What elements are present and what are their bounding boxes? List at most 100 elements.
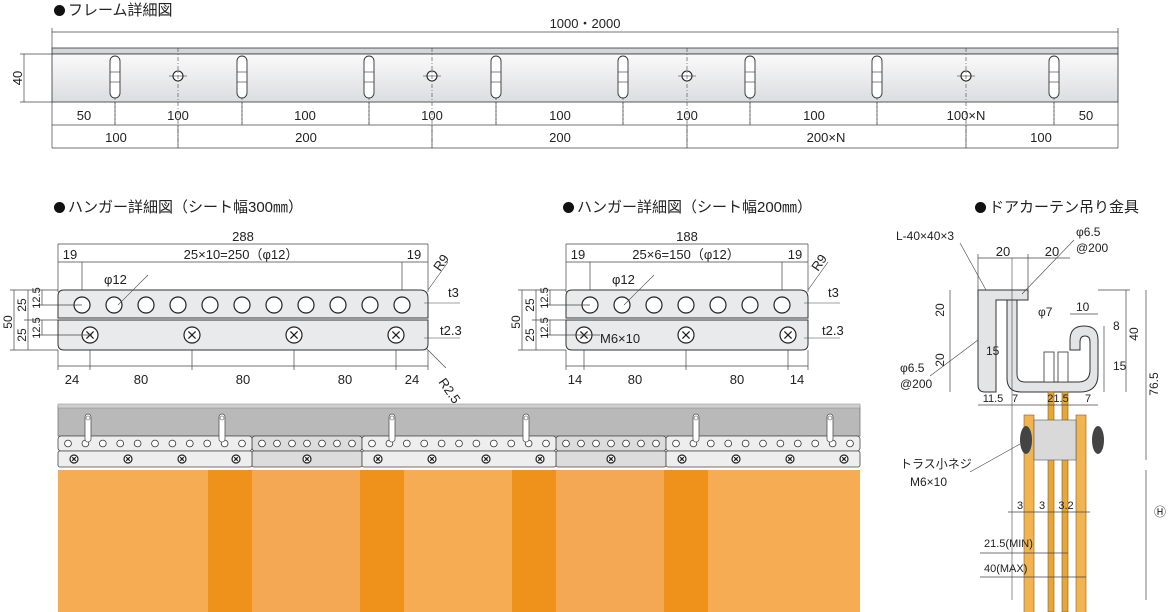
door-t3a: 3 — [1017, 500, 1023, 512]
assembly-hanger — [665, 435, 861, 468]
hanger-hole — [318, 439, 326, 448]
hanger-hole — [622, 439, 630, 448]
frame-slot — [236, 55, 248, 99]
h200-t3: t3 — [828, 285, 839, 300]
dim-row2-4: 100 — [1030, 130, 1052, 145]
dim-height: 40 — [10, 71, 25, 85]
hanger-hole — [265, 296, 283, 314]
assembly-slot — [218, 413, 226, 443]
frame-slot — [617, 55, 629, 99]
hanger-hole — [562, 439, 570, 448]
hanger-hole — [489, 439, 498, 448]
door-h: Ⓗ — [1154, 505, 1166, 519]
h300-bottom-1: 80 — [134, 372, 148, 387]
bullet-icon — [563, 202, 574, 213]
hanger-hole — [99, 439, 107, 448]
hanger-hole — [709, 296, 727, 314]
h200-holes — [581, 296, 791, 314]
h300-r9: R9 — [430, 251, 452, 273]
hanger-hole — [333, 439, 341, 448]
h200-h125a: 12.5 — [539, 287, 551, 308]
door-b7b: 7 — [1085, 393, 1091, 405]
door-d20l2: 20 — [933, 353, 947, 367]
h300-h25a: 25 — [15, 298, 29, 312]
hanger-hole — [368, 439, 376, 448]
hanger-hole — [724, 439, 732, 448]
assembly-slot — [826, 413, 834, 443]
frame-slot — [363, 55, 375, 99]
hanger-hole — [105, 296, 123, 314]
hanger-hole — [137, 296, 155, 314]
door-min: 21.5(MIN) — [984, 538, 1033, 550]
door-d765: 76.5 — [1147, 372, 1161, 396]
hanger-hole — [238, 439, 246, 448]
assembly-slot — [522, 413, 530, 443]
hanger-hole — [169, 296, 187, 314]
dim-row1-8: 50 — [1079, 108, 1093, 123]
h200-t23: t2.3 — [822, 323, 844, 338]
dim-row1-4: 100 — [549, 108, 571, 123]
door-at200-bot: @200 — [900, 377, 933, 391]
hanger-hole — [151, 439, 159, 448]
h300-r25: R2.5 — [436, 375, 464, 406]
curtain-overlap — [512, 470, 556, 612]
hanger-hole — [706, 439, 715, 448]
hanger-300-drawing: 288 19 25×10=250（φ12） 19 φ12 R9 t3 t2.3 … — [1, 229, 464, 406]
h200-screw-label: M6×10 — [600, 331, 640, 346]
hanger-hole — [741, 296, 759, 314]
door-phi65-bot: φ6.5 — [900, 361, 925, 375]
heading-door: ドアカーテン吊り金具 — [975, 199, 1139, 217]
strip-left — [1047, 391, 1055, 612]
dim-row1-0: 50 — [77, 108, 91, 123]
door-at200-top: @200 — [1076, 241, 1109, 255]
dim-row2-1: 200 — [295, 130, 317, 145]
hanger-hole — [741, 439, 750, 448]
bullet-icon — [975, 202, 986, 213]
h300-bottom-plate — [57, 319, 429, 351]
door-d15r: 15 — [1113, 359, 1127, 373]
h300-h25b: 25 — [15, 328, 29, 342]
hook-profile — [1006, 299, 1099, 393]
h300-t23: t2.3 — [440, 323, 462, 338]
hanger-hole — [329, 296, 347, 314]
hanger-hole — [652, 439, 660, 448]
hanger-hole — [613, 296, 631, 314]
curtain-overlap — [208, 470, 252, 612]
heading-frame-text: フレーム詳細図 — [68, 2, 173, 19]
h200-pitch: 25×6=150（φ12） — [632, 247, 739, 262]
curtain-assembly — [57, 403, 861, 612]
hanger-hole — [455, 439, 463, 448]
hanger-hole — [793, 439, 802, 448]
hanger-hole — [607, 439, 615, 448]
hanger-hole — [645, 296, 663, 314]
frame-slots — [109, 55, 1060, 125]
dim-row1-7: 100×N — [947, 108, 986, 123]
door-phi7: φ7 — [1038, 305, 1053, 319]
heading-hanger-300-text: ハンガー詳細図（シート幅300㎜） — [68, 199, 304, 216]
hanger-hole — [420, 439, 429, 448]
hanger-hole — [577, 439, 585, 448]
h200-bottom-2: 80 — [730, 372, 744, 387]
hanger-hole — [133, 439, 142, 448]
hanger-hole — [637, 439, 645, 448]
door-screw-name: トラス小ネジ — [900, 457, 972, 471]
h300-edge-left: 19 — [63, 247, 77, 262]
hanger-hole — [542, 439, 550, 448]
frame-slot — [490, 55, 502, 99]
assembly-slot — [388, 413, 396, 443]
hanger-hole — [348, 439, 356, 448]
dim-row2-0: 100 — [105, 130, 127, 145]
h300-hole-label: φ12 — [104, 272, 127, 287]
door-b115: 11.5 — [983, 393, 1004, 405]
hanger-hole — [776, 439, 785, 448]
door-d15l: 15 — [986, 344, 1000, 358]
dim-row1-2: 100 — [294, 108, 316, 123]
hanger-hole — [393, 296, 411, 314]
dim-row1-3: 100 — [421, 108, 443, 123]
hanger-hole — [672, 439, 680, 448]
h200-screws — [575, 326, 797, 344]
door-screw-size: M6×10 — [910, 475, 947, 489]
hanger-hole — [437, 439, 446, 448]
hanger-hole — [811, 439, 819, 448]
